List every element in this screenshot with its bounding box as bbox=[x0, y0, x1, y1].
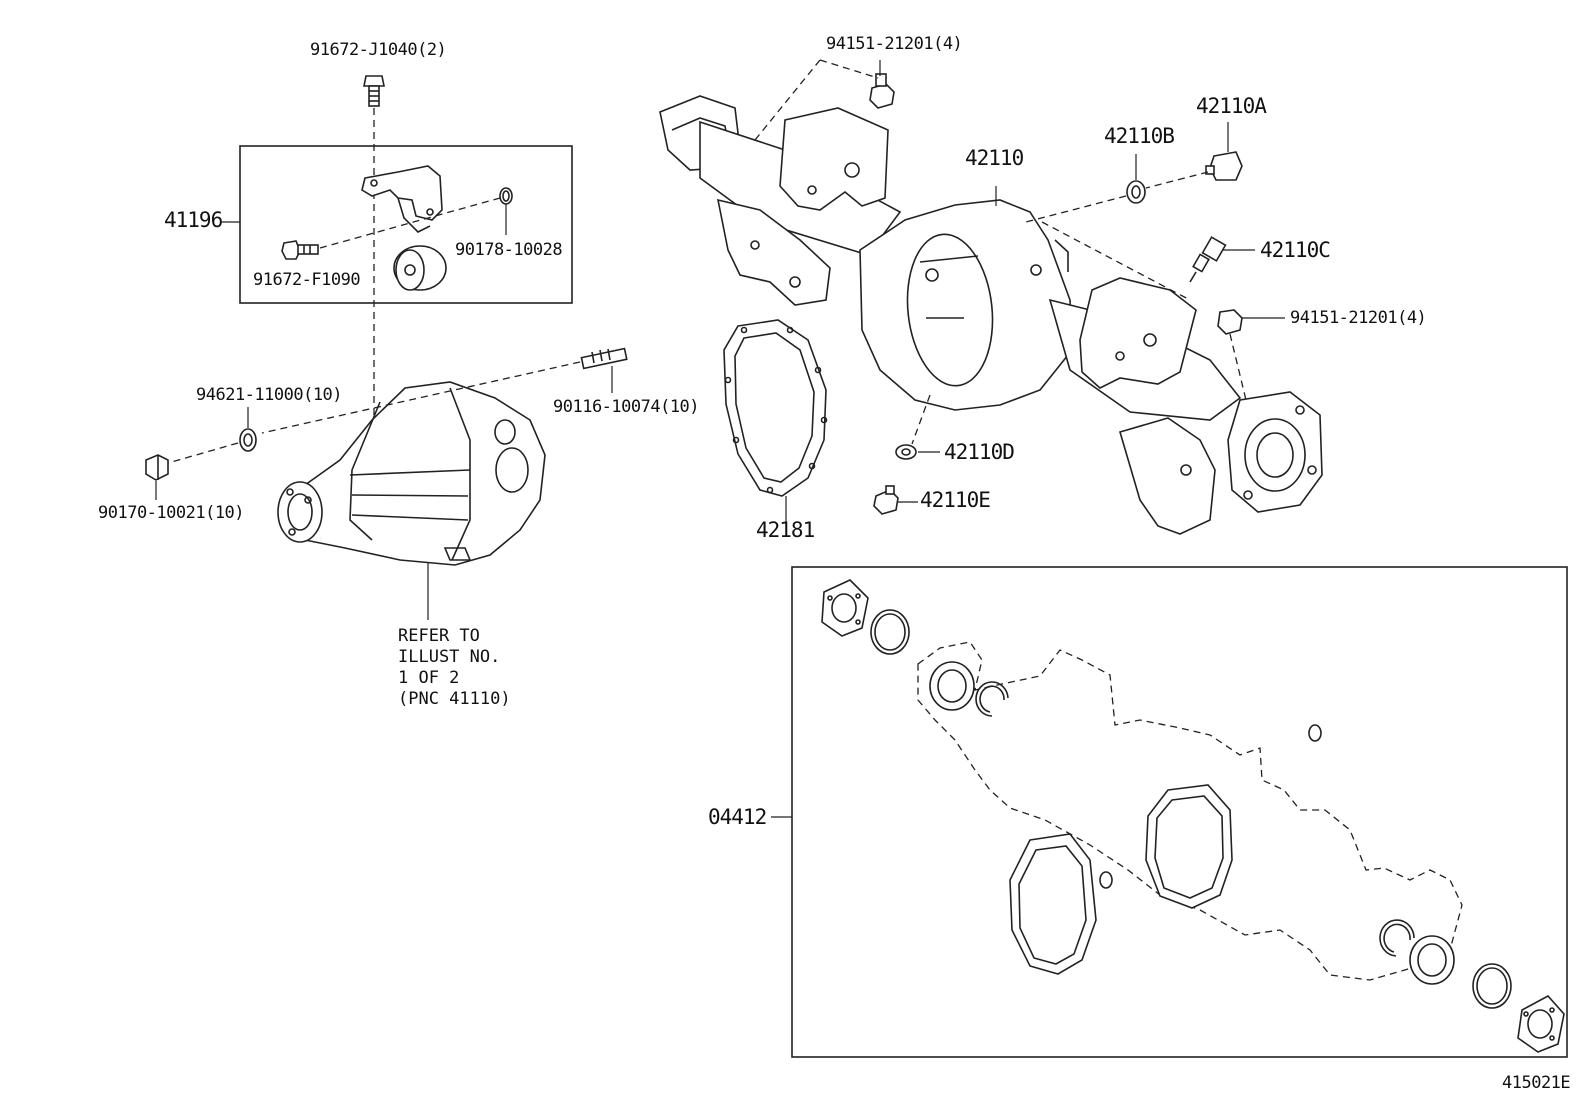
nut-94151-21201-right bbox=[1217, 309, 1243, 335]
label-90178-10028: 90178-10028 bbox=[455, 240, 563, 260]
washer-94621-11000 bbox=[239, 428, 257, 452]
gasket-42181 bbox=[723, 319, 828, 497]
refer-note: REFER TO ILLUST NO. 1 OF 2 (PNC 41110) bbox=[398, 626, 511, 710]
small-washer-2 bbox=[1099, 871, 1113, 889]
illustration-id: 415021E bbox=[1502, 1073, 1571, 1093]
bolt-91672-f1090 bbox=[281, 240, 319, 260]
small-washer bbox=[1308, 724, 1322, 742]
label-91672-j1040: 91672-J1040(2) bbox=[310, 40, 447, 60]
nut-90170-10021 bbox=[145, 454, 169, 481]
differential-carrier bbox=[277, 381, 546, 566]
label-41196: 41196 bbox=[164, 208, 223, 232]
label-42110b: 42110B bbox=[1104, 124, 1175, 148]
gasket-42110d bbox=[895, 444, 917, 460]
bracket-part bbox=[361, 165, 443, 233]
label-94151-21201-right: 94151-21201(4) bbox=[1290, 308, 1427, 328]
label-42181: 42181 bbox=[756, 518, 815, 542]
axle-housing bbox=[659, 95, 1323, 535]
label-42110a: 42110A bbox=[1196, 94, 1267, 118]
refer-note-line3: 1 OF 2 bbox=[398, 668, 460, 688]
label-91672-f1090: 91672-F1090 bbox=[253, 270, 361, 290]
label-94621-11000: 94621-11000(10) bbox=[196, 385, 343, 405]
flange-plate-right bbox=[1517, 994, 1565, 1053]
plug-42110a bbox=[1205, 151, 1243, 181]
snap-ring-right bbox=[1383, 923, 1411, 953]
label-42110c: 42110C bbox=[1260, 238, 1331, 262]
kit-box-04412 bbox=[791, 566, 1568, 1058]
label-42110: 42110 bbox=[965, 146, 1024, 170]
stud-90116-10074 bbox=[580, 347, 628, 370]
drain-plug-42110e bbox=[873, 485, 899, 515]
label-90170-10021: 90170-10021(10) bbox=[98, 503, 245, 523]
nut-94151-21201-top bbox=[869, 73, 895, 109]
label-94151-21201-top: 94151-21201(4) bbox=[826, 34, 963, 54]
washer-90178-10028 bbox=[499, 187, 513, 205]
bushing-part bbox=[393, 245, 447, 291]
o-ring-right bbox=[1472, 963, 1512, 1009]
refer-note-line2: ILLUST NO. bbox=[398, 647, 501, 667]
label-42110d: 42110D bbox=[944, 440, 1015, 464]
label-04412: 04412 bbox=[708, 805, 767, 829]
snap-ring-left bbox=[979, 685, 1005, 713]
refer-note-line1: REFER TO bbox=[398, 626, 480, 646]
flange-plate-left bbox=[821, 579, 869, 637]
oil-seal-left bbox=[929, 661, 975, 711]
o-ring-left bbox=[870, 609, 910, 655]
gasket-lower-left bbox=[1009, 833, 1097, 975]
breather-42110c bbox=[1189, 236, 1227, 283]
oil-seal-right bbox=[1409, 935, 1455, 985]
label-42110e: 42110E bbox=[920, 488, 991, 512]
plug-42110b bbox=[1126, 180, 1146, 204]
kit-box-41196 bbox=[239, 145, 573, 304]
refer-note-line4: (PNC 41110) bbox=[398, 689, 511, 709]
large-gasket-center bbox=[1145, 784, 1233, 909]
bolt-91672-j1040 bbox=[363, 75, 385, 107]
label-90116-10074: 90116-10074(10) bbox=[553, 397, 700, 417]
